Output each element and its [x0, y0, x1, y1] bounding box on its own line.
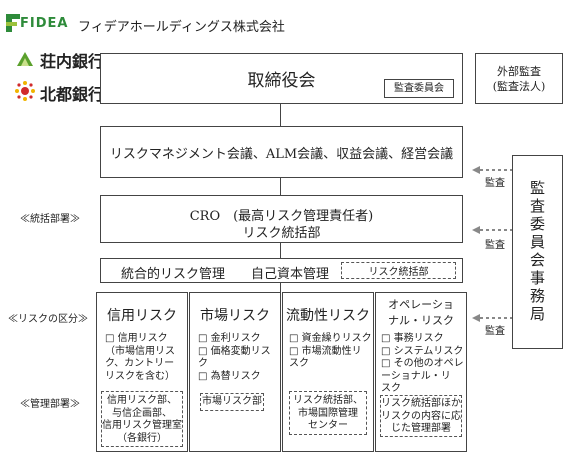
hokuto-bank-icon: [14, 80, 36, 102]
category-title-credit: 信用リスク: [107, 308, 177, 324]
category-mgmt-credit: 信用リスク部、 与信企画部、 信用リスク管理室 （各銀行）: [101, 391, 183, 447]
cro-line1: CRO (最高リスク管理責任者): [189, 209, 374, 224]
integrated-label2: 自己資本管理: [251, 267, 330, 282]
audit-office: 監査委員会事務局: [512, 155, 563, 349]
side-label-mgmt-dept: ≪管理部署≫: [20, 399, 80, 410]
fidea-wordmark: FIDEA: [20, 16, 69, 31]
category-mgmt-operational: リスク統括部ほか リスクの内容に応 じた管理部署: [380, 395, 462, 437]
cro-line2: リスク統括部: [242, 226, 321, 241]
external-audit-label: 外部監査 (監査法人): [492, 64, 546, 93]
connector-integrated-risks: [280, 283, 281, 292]
hokuto-bank-name: 北都銀行: [40, 85, 105, 104]
category-title-liquidity: 流動性リスク: [286, 308, 370, 324]
connector-board-committees: [280, 103, 281, 126]
audit-label-3: 監査: [485, 326, 505, 337]
audit-committee: 監査委員会: [384, 79, 454, 98]
integrated-risk-box: 統合的リスク管理 自己資本管理 リスク統括部: [100, 258, 463, 283]
risk-category-market: 市場リスク □ 金利リスク □ 価格変動リスク □ 為替リスク 市場リスク部: [189, 292, 281, 452]
connector-committees-cro: [280, 178, 281, 195]
category-mgmt-liquidity: リスク統括部、 市場国際管理 センター: [289, 391, 367, 435]
risk-category-liquidity: 流動性リスク □ 資金繰りリスク □ 市場流動性リ スク リスク統括部、 市場国…: [282, 292, 374, 452]
side-label-control-dept: ≪統括部署≫: [20, 214, 80, 225]
committees-box: リスクマネジメント会議、ALM会議、収益会議、経営会議: [100, 126, 463, 178]
category-items-credit: □ 信用リスク （市場信用リス ク、カントリー リスクを含む）: [105, 333, 175, 382]
category-items-operational: □ 事務リスク □ システムリスク □ その他のオペレ ーショナル・リ スク: [381, 333, 464, 394]
committees-label: リスクマネジメント会議、ALM会議、収益会議、経営会議: [109, 146, 454, 162]
audit-arrow-1: [472, 160, 512, 174]
fidea-logo: [6, 12, 66, 34]
connector-cro-integrated: [280, 243, 281, 258]
category-mgmt-market: 市場リスク部: [200, 393, 264, 411]
category-mgmt-credit-text: 信用リスク部、 与信企画部、 信用リスク管理室 （各銀行）: [102, 395, 182, 444]
category-title-market: 市場リスク: [200, 308, 270, 324]
board-of-directors: 取締役会 監査委員会: [100, 53, 463, 104]
risk-category-operational: オペレーショ ナル・リスク □ 事務リスク □ システムリスク □ その他のオペ…: [375, 292, 467, 452]
audit-label-2: 監査: [485, 240, 505, 251]
category-items-liquidity: □ 資金繰りリスク □ 市場流動性リ スク: [289, 333, 372, 369]
integrated-label1: 統合的リスク管理: [121, 267, 226, 282]
shonai-bank-icon: [15, 50, 35, 68]
board-title: 取締役会: [247, 71, 316, 91]
category-mgmt-operational-text: リスク統括部ほか リスクの内容に応 じた管理部署: [381, 398, 461, 434]
company-name: フィデアホールディングス株式会社: [78, 20, 285, 35]
category-items-market: □ 金利リスク □ 価格変動リスク □ 為替リスク: [198, 333, 271, 382]
side-label-risk-class: ≪リスクの区分≫: [8, 314, 88, 325]
shonai-bank-name: 荘内銀行: [40, 52, 105, 71]
category-mgmt-liquidity-text: リスク統括部、 市場国際管理 センター: [293, 395, 363, 431]
integrated-dept: リスク統括部: [341, 262, 456, 279]
audit-arrow-2: [472, 220, 512, 234]
audit-arrow-3: [472, 308, 512, 322]
external-audit: 外部監査 (監査法人): [475, 53, 563, 104]
cro-box: CRO (最高リスク管理責任者) リスク統括部: [100, 195, 463, 243]
risk-category-credit: 信用リスク □ 信用リスク （市場信用リス ク、カントリー リスクを含む） 信用…: [96, 292, 188, 452]
category-mgmt-market-text: 市場リスク部: [202, 396, 262, 407]
category-title-operational: オペレーショ ナル・リスク: [388, 298, 454, 327]
audit-office-label: 監査委員会事務局: [528, 180, 546, 324]
audit-label-1: 監査: [485, 178, 505, 189]
